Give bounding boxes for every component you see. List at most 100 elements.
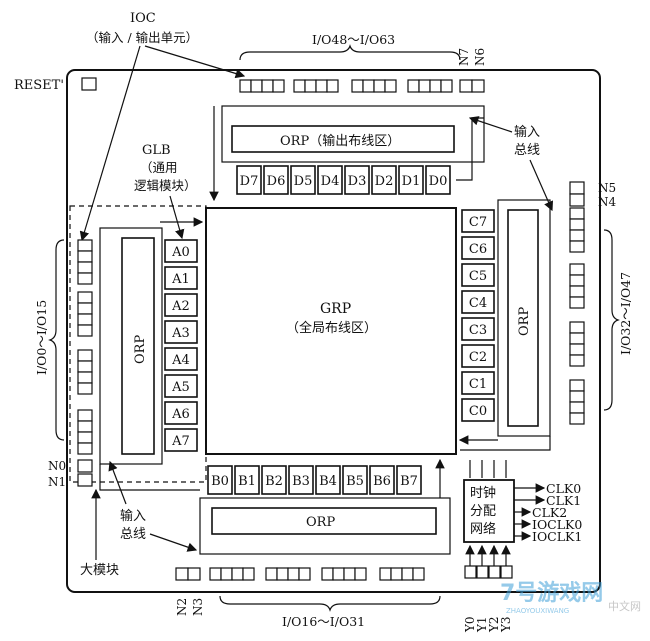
clock-label-3: 网络 xyxy=(470,521,496,537)
io-pin xyxy=(569,401,585,414)
glb-cell-label: B1 xyxy=(238,474,256,489)
glb-cell-label: D3 xyxy=(348,174,367,189)
io-left-brace xyxy=(48,239,65,441)
io-pin xyxy=(326,79,339,93)
io-pin xyxy=(209,567,222,581)
ioc-pointer-1 xyxy=(79,45,141,242)
io-pin xyxy=(77,382,93,395)
glb-cell-c0 xyxy=(461,398,495,422)
clock-output-label: CLK0 xyxy=(546,481,581,496)
io-pin xyxy=(321,567,334,581)
glb-cell-a5 xyxy=(164,374,198,398)
io-pin xyxy=(304,79,317,93)
grp-description: （全局布线区） xyxy=(286,320,377,336)
io-pin xyxy=(373,79,386,93)
io-pin xyxy=(354,567,367,581)
io-pin xyxy=(569,321,585,334)
io-pin xyxy=(459,79,473,93)
orp-right-label: ORP xyxy=(517,307,532,336)
glb-description-2: 逻辑模块） xyxy=(134,178,197,193)
io-pins-top xyxy=(239,79,485,93)
glb-cell-a1 xyxy=(164,266,198,290)
io-pin xyxy=(569,229,585,242)
clock-input-label: Y2 xyxy=(487,616,501,633)
io-bottom-label: I/O16～I/O31 xyxy=(282,614,365,629)
glb-cell-label: D0 xyxy=(429,174,448,189)
io-left-label: I/O0～I/O15 xyxy=(34,300,49,375)
glb-cell-b3 xyxy=(288,465,314,495)
io-pin xyxy=(569,274,585,287)
orp-bottom-block xyxy=(211,507,437,535)
pin-n5: N5 xyxy=(598,181,616,195)
clock-input-pin xyxy=(500,565,513,579)
io-pin xyxy=(569,332,585,345)
glb-description-1: （通用 xyxy=(140,160,178,175)
io-pins-bottom xyxy=(175,567,425,581)
io-pin xyxy=(379,567,392,581)
glb-cell-label: A6 xyxy=(171,407,190,422)
io-pin xyxy=(287,567,300,581)
glb-cell-a7 xyxy=(164,428,198,452)
io-pin xyxy=(77,261,93,274)
glb-cell-d7 xyxy=(236,165,262,195)
wire-right-bus xyxy=(460,436,551,451)
chip-outline xyxy=(66,69,601,593)
glb-cell-d3 xyxy=(344,165,370,195)
glb-cell-label: B5 xyxy=(346,474,364,489)
io-pin xyxy=(315,79,328,93)
input-bus-top-pointer-2 xyxy=(529,159,554,212)
io-pin xyxy=(332,567,345,581)
io-pin xyxy=(384,79,397,93)
wire-left-bus xyxy=(99,464,200,491)
reset-label: RESET' xyxy=(14,78,64,93)
right-bus-outline xyxy=(497,199,551,437)
watermark: 7号游戏网 ZHAOYOUXIWANG 中文网 xyxy=(500,580,641,615)
glb-cell-label: C6 xyxy=(469,242,487,257)
glb-cell-c7 xyxy=(461,209,495,233)
clock-output-label: IOCLK0 xyxy=(532,517,582,532)
io-pin xyxy=(272,79,285,93)
clock-output-label: CLK1 xyxy=(546,493,581,508)
pin-n6: N6 xyxy=(473,48,487,66)
glb-cell-a3 xyxy=(164,320,198,344)
glb-cell-label: C7 xyxy=(469,215,487,230)
clock-network-block xyxy=(463,479,515,543)
glb-cell-label: A7 xyxy=(171,434,190,449)
glb-cell-label: B6 xyxy=(373,474,391,489)
ioc-description: （输入 / 输出单元） xyxy=(86,30,198,45)
glb-cell-label: D7 xyxy=(240,174,259,189)
input-bus-bottom-label-2: 总线 xyxy=(120,527,146,542)
io-pins-left xyxy=(77,239,93,455)
io-pin xyxy=(77,324,93,337)
watermark-sub: ZHAOYOUXIWANG xyxy=(506,607,569,615)
io-top-label: I/O48～I/O63 xyxy=(312,32,395,47)
glb-cell-b5 xyxy=(342,465,368,495)
glb-cell-label: C2 xyxy=(469,350,487,365)
glb-cell-d1 xyxy=(398,165,424,195)
glb-cell-c2 xyxy=(461,344,495,368)
io-pin xyxy=(77,420,93,433)
io-pin xyxy=(77,409,93,422)
io-pin xyxy=(77,431,93,444)
orp-right-block xyxy=(507,209,539,427)
glb-cell-a2 xyxy=(164,293,198,317)
left-bus-outline xyxy=(99,227,163,465)
io-pin xyxy=(77,272,93,285)
glb-cell-label: C4 xyxy=(469,296,487,311)
ioc-label: IOC xyxy=(130,11,156,26)
glb-cell-label: A3 xyxy=(171,326,190,341)
pin-n7: N7 xyxy=(457,48,471,66)
glb-cell-c3 xyxy=(461,317,495,341)
io-pin xyxy=(298,567,311,581)
io-pin xyxy=(418,79,431,93)
io-right-label: I/O32～I/O47 xyxy=(618,272,633,355)
io-pin xyxy=(471,79,485,93)
input-bus-bottom-pointer-1 xyxy=(108,460,127,505)
big-block-label: 大模块 xyxy=(80,563,119,578)
glb-cell-label: C0 xyxy=(469,404,487,419)
pin-n3: N3 xyxy=(191,598,205,616)
io-pin xyxy=(407,79,420,93)
glb-cell-c4 xyxy=(461,290,495,314)
